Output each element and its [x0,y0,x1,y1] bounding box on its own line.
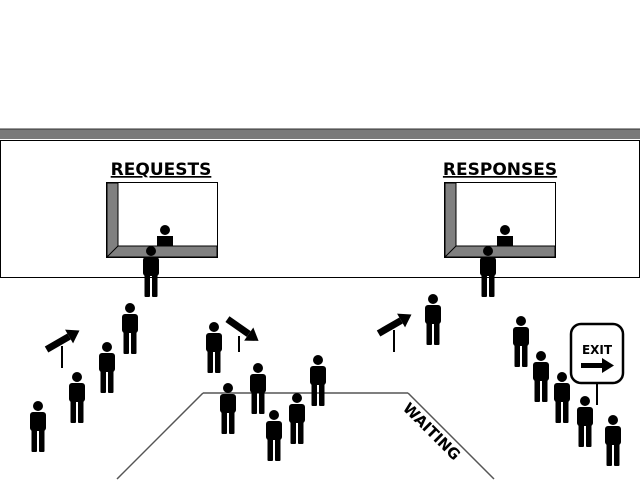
person-icon [554,372,570,423]
person-icon [533,351,549,402]
person-icon [577,396,593,447]
person-icon [310,355,326,406]
requests-label: REQUESTS [111,160,212,180]
direction-arrow-sign-icon [373,306,417,353]
person-icon [206,322,222,373]
person-icon [30,401,46,452]
person-icon [122,303,138,354]
direction-arrow-sign-icon [41,322,85,369]
responses-label: RESPONSES [443,160,557,180]
waiting-area [116,392,495,480]
waiting-label: WAITING [399,399,464,464]
roof-band [0,129,640,139]
direction-arrow-sign-icon [225,316,259,352]
person-icon [513,316,529,367]
person-icon [605,415,621,466]
person-icon [69,372,85,423]
right-arrow-icon [581,358,614,373]
exit-label: EXIT [582,343,613,357]
requests-window [106,182,218,258]
person-icon [266,410,282,461]
person-icon [250,363,266,414]
person-icon [99,342,115,393]
exit-sign: EXIT [569,322,625,405]
person-icon [425,294,441,345]
person-icon [220,383,236,434]
person-icon [289,393,305,444]
responses-window [444,182,556,258]
